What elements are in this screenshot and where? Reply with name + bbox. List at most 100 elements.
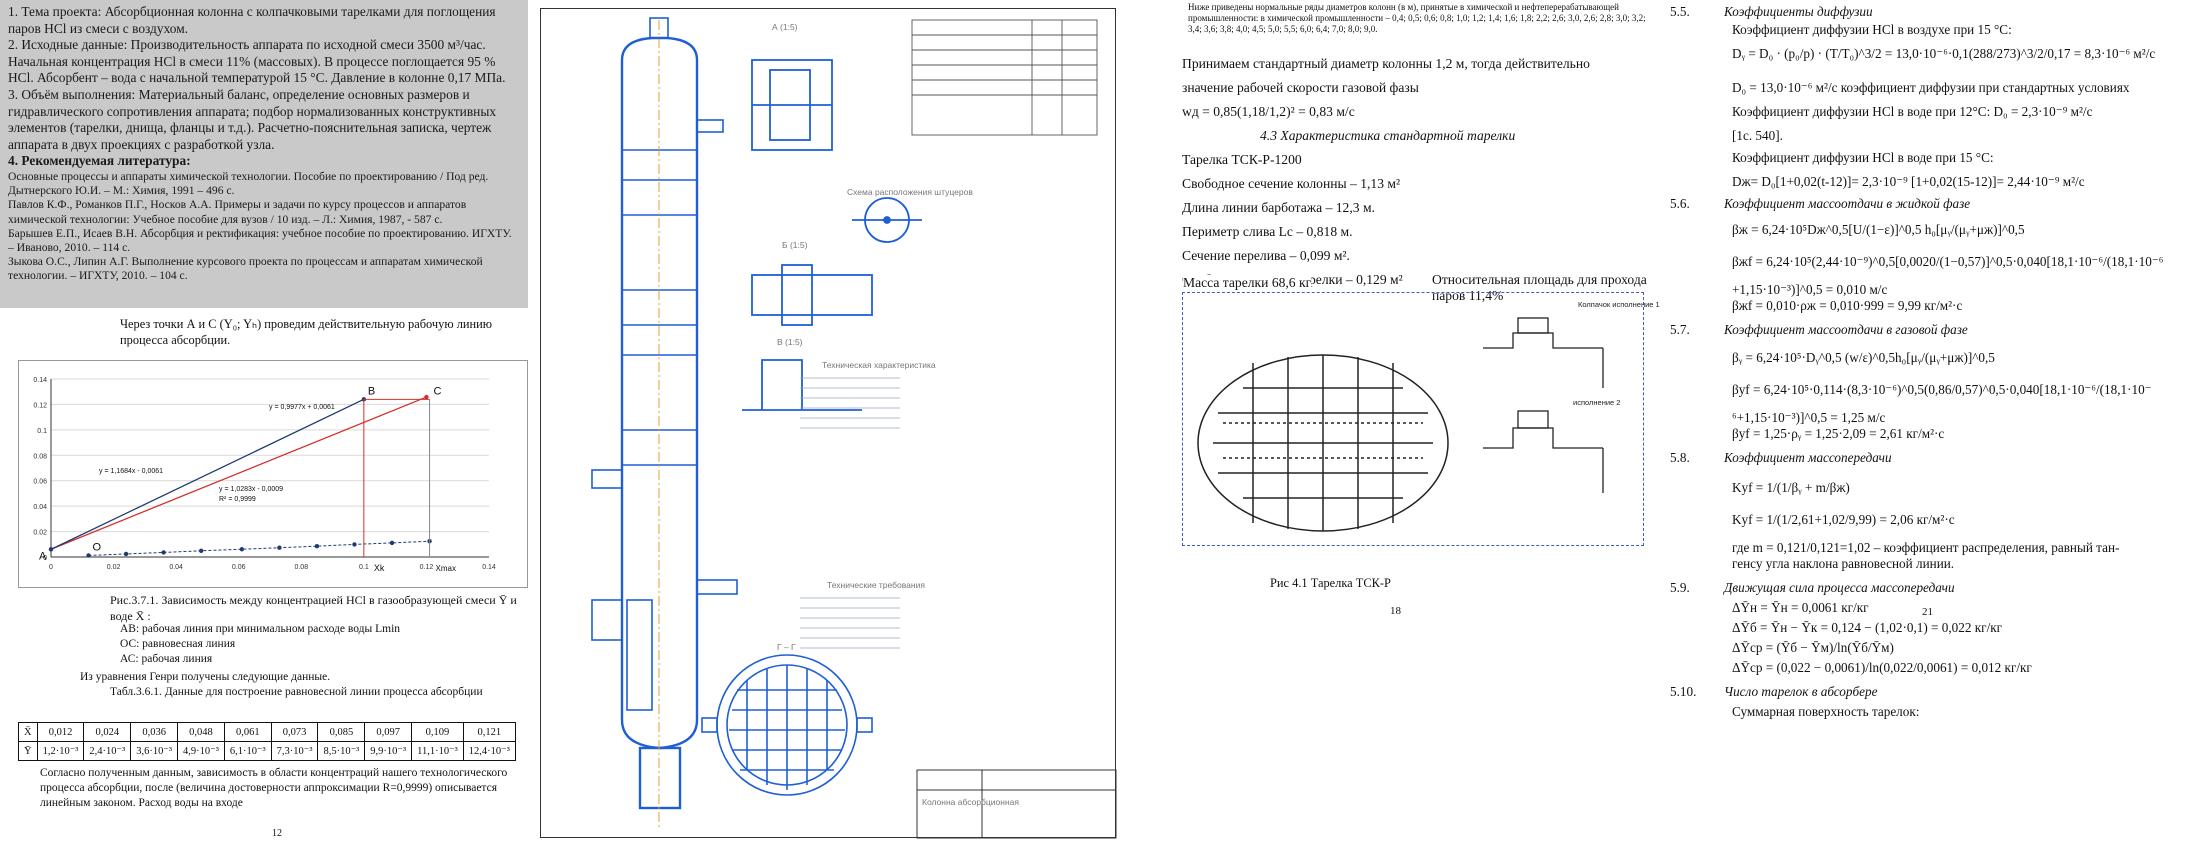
scan-line: 4. Рекомендуемая литература: [8,153,191,169]
point-label: A [39,550,47,562]
calc-line: генсу угла наклона равновесной линии. [1732,556,1955,571]
text-line: Периметр слива Lс – 0,818 м. [1182,224,1353,239]
nozzles [591,17,738,711]
section-heading: Коэффициенты диффузии [1724,4,1873,19]
view-label: Г – Г [777,642,796,652]
figure-label: Колпачок исполнение 1 [1578,300,1660,309]
scan-line: 1. Тема проекта: Абсорбционная колонна с… [8,4,496,36]
nozzle-scheme [852,197,922,243]
text-line: wд = 0,85(1,18/1,2)² = 0,83 м/с [1182,104,1355,119]
table-row-label: X̄ [18,722,38,742]
y-tick-label: 0.04 [33,504,47,511]
calc-line: ⁶+1,15·10⁻³)]^0,5 = 1,25 м/с [1732,410,1886,425]
y-tick-label: 0.14 [33,377,47,384]
table-cell: 0,121 [462,722,516,742]
legend-line: АВ: рабочая линия при минимальном расход… [120,623,401,635]
calc-line: Dж= D₀[1+0,02(t-12)]= 2,3·10⁻⁹ [1+0,02(1… [1732,174,2085,189]
x-tick-label: 0.02 [107,564,121,571]
scheme-label: Схема расположения штуцеров [847,187,973,197]
scan-line: 3. Объём выполнения: Материальный баланс… [8,86,497,152]
legend-line: АС: рабочая линия [120,653,213,665]
data-point [48,547,54,552]
trendline-label: R² = 0,9999 [219,496,256,503]
diameter-note: Ниже приведены нормальные ряды диаметров… [1188,2,1646,34]
section-heading: Коэффициент массопередачи [1724,450,1892,465]
point-label: C [434,385,442,397]
calc-line: βуf = 6,24·10⁵·0,114·(8,3·10⁻⁶)^0,5(0,86… [1732,382,2152,397]
section-number: 5.9. [1670,580,1690,595]
y-tick-label: 0.12 [33,402,47,409]
section-number: 5.10. [1670,684,1697,699]
calc-line: ΔȲср = (Ȳб − Ȳм)/ln(Ȳб/Ȳм) [1732,640,1894,655]
calc-line: Коэффициент диффузии HCl в воде при 15 °… [1732,150,1994,165]
x-tick-label: 0.04 [169,564,183,571]
calc-line: ΔȲн = Ȳн = 0,0061 кг/кг [1732,600,1869,615]
calc-line: Kуf = 1/(1/2,61+1,02/9,99) = 2,06 кг/м²·… [1732,512,1955,527]
view-label: А (1:5) [772,22,798,32]
legend-line: ОС: равновесная линия [120,638,236,650]
section-gg [701,654,873,796]
table-cell: 0,085 [317,722,366,742]
section-heading: Коэффициент массоотдачи в жидкой фазе [1724,196,1971,211]
figure-caption: Рис 4.1 Тарелка ТСК-Р [1270,576,1391,590]
calc-line: Коэффициент диффузии HCl в воде при 12°С… [1732,104,2093,119]
section-number: 5.7. [1670,322,1690,337]
calc-line: Kуf = 1/(1/βᵧ + m/βж) [1732,480,1850,495]
point-label: O [93,541,102,553]
calc-line: Суммарная поверхность тарелок: [1732,704,1920,719]
data-point [277,545,282,550]
page-number: 18 [1390,605,1401,617]
point-label: B [368,385,375,397]
section-heading: Движущая сила процесса массопередачи [1724,580,1955,595]
drawing-frame [540,8,1116,838]
panel-tray-characteristics: Ниже приведены нормальные ряды диаметров… [1170,0,1660,845]
data-point [239,547,245,552]
view-label: В (1:5) [777,337,803,347]
text-line: Масса тарелки 68,6 кг [1183,275,1312,291]
y-tick-label: 0.1 [37,428,47,435]
table-cell: 0,012 [36,722,85,742]
section-heading: Коэффициент массоотдачи в газовой фазе [1724,322,1968,337]
data-point [198,548,204,553]
text-line: Длина линии барботажа – 12,3 м. [1182,200,1375,215]
x-tick-label: 0.14 [482,564,496,571]
trendline-label: y = 1,1684x - 0,0061 [99,468,163,475]
text-line: Принимаем стандартный диаметр колонны 1,… [1182,56,1590,71]
text-line: Свободное сечение колонны – 1,13 м² [1182,176,1401,191]
data-point [123,551,129,557]
tray-figure: Масса тарелки 68,6 кг Колпачок исполнени… [1182,275,1660,546]
trendline-label: y = 0,9977x + 0,0061 [269,404,335,411]
page-number: 12 [272,828,282,839]
detail-b [751,264,873,326]
x-tick-label: 0.06 [232,564,246,571]
column-drawing: А (1:5) Б (1:5) В (1:5) Г – Г Схема расп… [591,17,1117,839]
table-cell: 7,3·10⁻³ [270,741,319,761]
panel-task-and-graph: 1. Тема проекта: Абсорбционная колонна с… [0,0,530,845]
scanned-task-sheet: 1. Тема проекта: Абсорбционная колонна с… [0,0,528,308]
page-number: 21 [1922,606,1933,618]
series-line [50,398,365,550]
y-tick-label: 0.08 [33,453,47,460]
section-number: 5.8. [1670,450,1690,465]
series-line [88,540,430,556]
calc-line: Dᵧ = D₀ · (p₀/p) · (T/T₀)^3/2 = 13,0·10⁻… [1732,46,2156,61]
text-line: значение рабочей скорости газовой фазы [1182,80,1419,95]
calc-line: βж = 6,24·10⁵Dж^0,5[U/(1−ε)]^0,5 h₀[μᵧ/(… [1732,222,2025,237]
section-heading: 4.3 Характеристика стандартной тарелки [1260,128,1516,143]
figure-label: исполнение 2 [1573,398,1620,407]
notes-title: Техническая характеристика [822,360,936,370]
calc-line: ΔȲб = Ȳн − Ȳк = 0,124 − (1,02·0,1) = 0,0… [1732,620,2003,635]
table-cell: 4,9·10⁻³ [177,741,225,761]
text-line: Относительная площадь для прохода паров … [1432,272,1660,304]
figure-caption: Рис.3.7.1. Зависимость между концентраци… [110,593,517,623]
table-cell: 1,2·10⁻³ [36,741,85,761]
tray-drawing: Колпачок исполнение 1 исполнение 2 [1197,300,1660,532]
calc-line: βжf = 0,010·ρж = 0,010·999 = 9,99 кг/м²·… [1732,298,1963,313]
table-row-label: Ȳ [18,741,38,761]
view-label: Б (1:5) [782,240,808,250]
